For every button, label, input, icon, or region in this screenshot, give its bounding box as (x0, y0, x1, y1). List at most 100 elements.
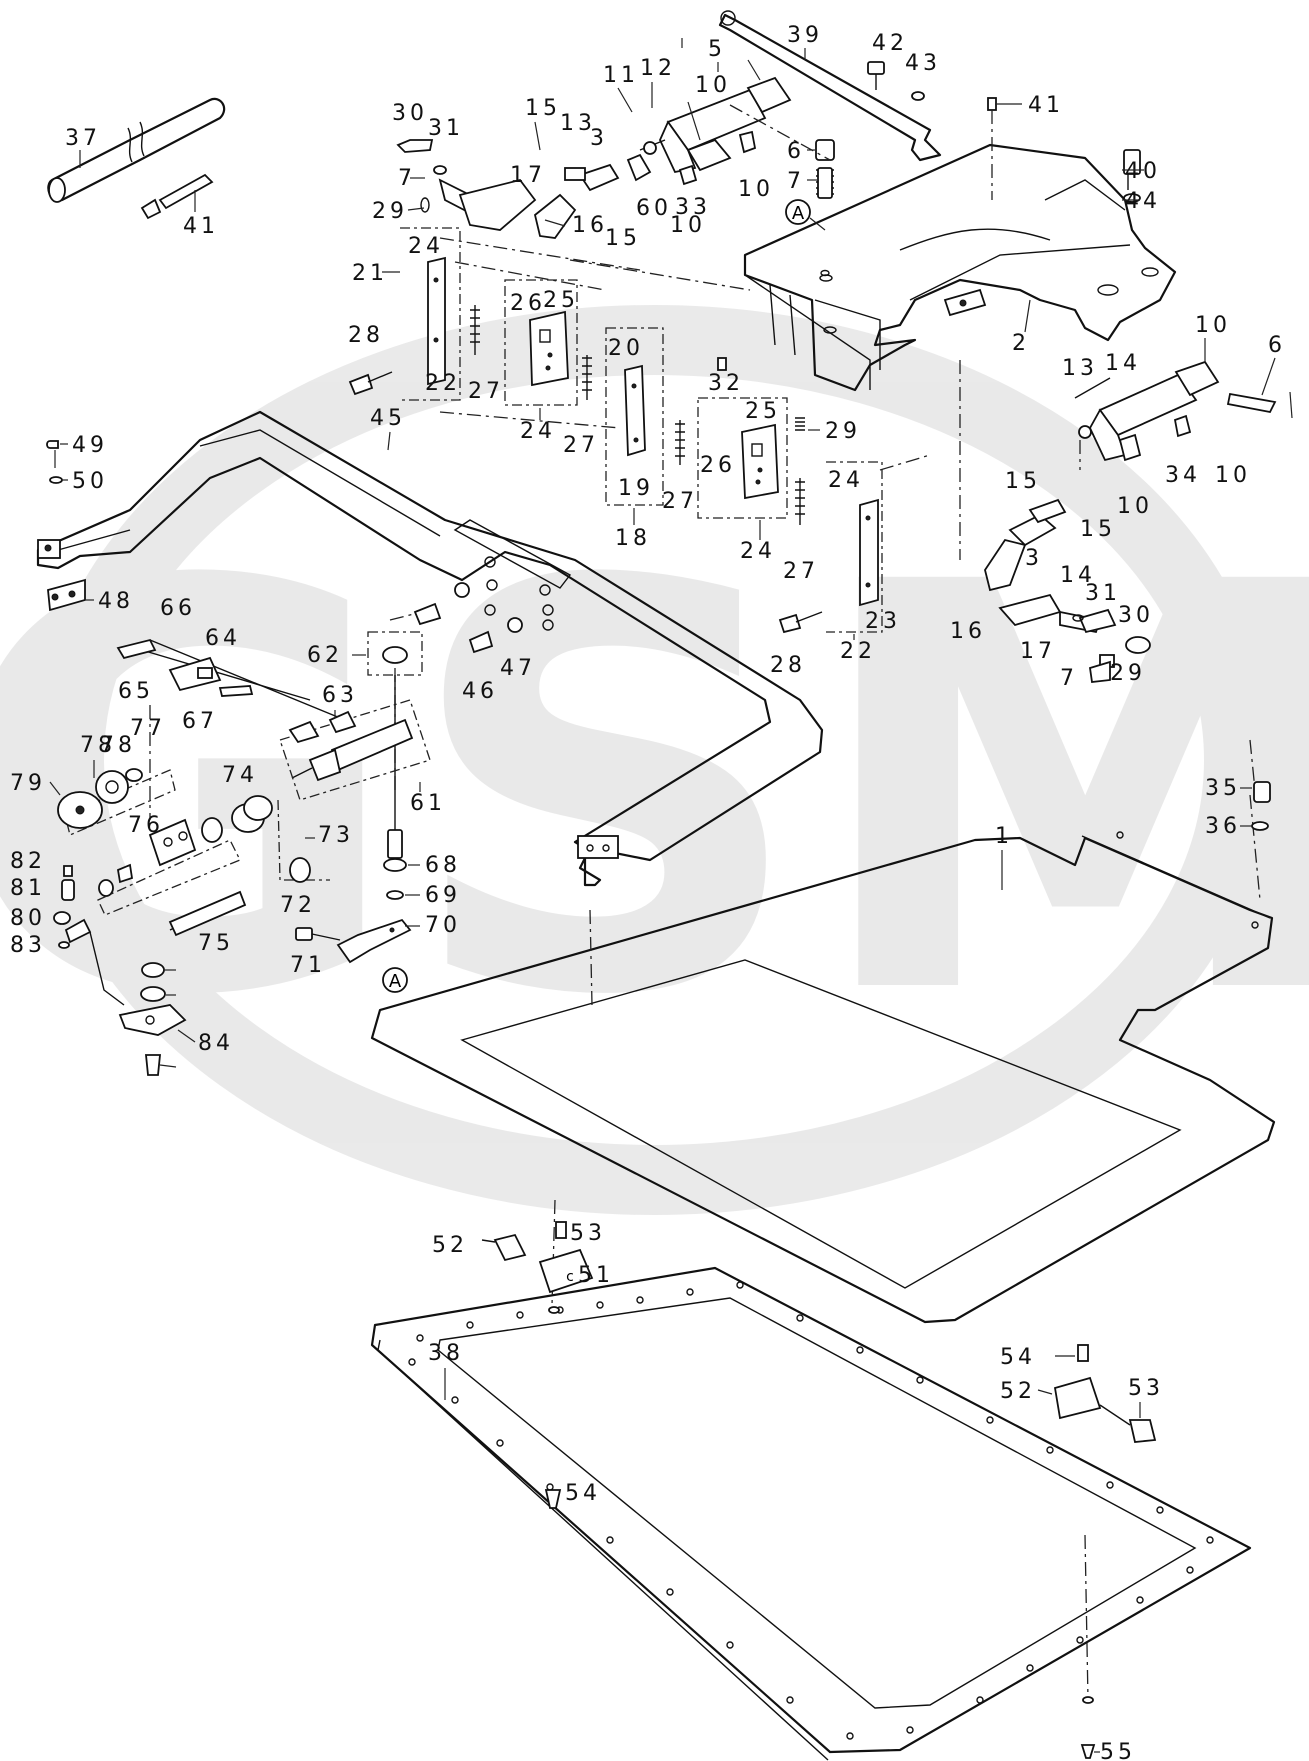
callout-23-right: 24 (828, 468, 864, 493)
callout-77: 81 (10, 876, 46, 901)
eccentric-parts (57, 768, 330, 937)
callout-21-left: 21 (352, 261, 388, 286)
screw-41 (987, 97, 997, 200)
callout-13: 13 (1062, 356, 1098, 381)
callout-4-top: 5 (708, 37, 726, 62)
callout-38: 41 (183, 214, 219, 239)
callout-31-top: 31 (428, 116, 464, 141)
callout-44: 44 (1125, 189, 1161, 214)
callout-59: 64 (205, 626, 241, 651)
screws-center (717, 357, 805, 431)
callout-33-top: 33 (675, 195, 711, 220)
callout-15-d: 15 (1080, 517, 1116, 542)
callout-labels: 39 5 42 43 41 40 44 11 12 10 30 31 15 13… (10, 23, 1293, 1761)
plate-group-left (348, 227, 592, 406)
reference-mark-upper-group: A (785, 199, 833, 282)
callout-57: 62 (307, 643, 343, 668)
callout-51-left: 51 (578, 1263, 614, 1288)
callout-28-left: 28 (348, 323, 384, 348)
callout-10-a: 10 (670, 213, 706, 238)
callout-31-right: 31 (1085, 581, 1121, 606)
callout-29-top: 29 (372, 199, 408, 224)
air-cylinder-right (1074, 360, 1277, 462)
callout-75: 79 (10, 771, 46, 796)
callout-26-right: 26 (700, 453, 736, 478)
callout-28-right: 28 (770, 653, 806, 678)
callout-54-right: 55 (1100, 1740, 1136, 1761)
callout-74: 78 (80, 733, 116, 758)
callout-64: 69 (425, 883, 461, 908)
bolt-42 (867, 61, 925, 101)
callout-17-top: 17 (510, 163, 546, 188)
callout-53-left: 53 (570, 1221, 606, 1246)
callout-73: 78 (100, 733, 136, 758)
callout-79: 84 (198, 1031, 234, 1056)
callout-67: 72 (280, 893, 316, 918)
callout-49: 49 (72, 433, 108, 458)
callout-78-b: 83 (10, 933, 46, 958)
callout-4-right: 6 (1268, 333, 1286, 358)
callout-16-right: 16 (950, 619, 986, 644)
rod-39 (718, 10, 942, 162)
callout-26-left: 26 (510, 291, 546, 316)
lever-assembly (53, 865, 187, 1076)
callout-47: 47 (500, 656, 536, 681)
callout-22-left: 22 (425, 371, 461, 396)
callout-15-b: 15 (605, 226, 641, 251)
work-clamp-plate (370, 831, 1276, 1324)
watermark-logo: GSM (0, 305, 1309, 1215)
slide-unit (116, 638, 431, 801)
callout-72: 77 (130, 716, 166, 741)
screws-54 (544, 1489, 1096, 1759)
callout-3-top: 3 (590, 126, 608, 151)
callout-45: 45 (370, 406, 406, 431)
callout-63: 68 (425, 853, 461, 878)
callout-50: 50 (72, 469, 108, 494)
callout-69: 74 (222, 763, 258, 788)
linkage-upper-left (396, 139, 652, 239)
callout-8-top: 13 (560, 111, 596, 136)
callout-78-a: 82 (10, 849, 46, 874)
callout-2: 2 (1012, 331, 1030, 356)
callout-33-right: 34 (1165, 463, 1201, 488)
callout-18: 18 (615, 526, 651, 551)
callout-16-top: 16 (572, 213, 608, 238)
callout-10-b: 10 (738, 177, 774, 202)
callout-51-right: 52 (1000, 1379, 1036, 1404)
callout-30-top: 30 (392, 101, 428, 126)
callout-37: 38 (428, 1341, 464, 1366)
clamp-arm (36, 410, 824, 887)
callout-34: 35 (1205, 776, 1241, 801)
callout-27-c: 27 (662, 489, 698, 514)
callout-24-left: 24 (520, 419, 556, 444)
screw-46 (413, 582, 523, 654)
callout-62: 67 (182, 709, 218, 734)
callout-32: 32 (708, 371, 744, 396)
callout-9-top: 10 (695, 73, 731, 98)
callout-8-right: 14 (1060, 563, 1096, 588)
callout-36: 37 (65, 126, 101, 151)
callout-25-left: 25 (543, 288, 579, 313)
callout-52-right: 53 (1128, 1376, 1164, 1401)
callout-29-mid: 29 (825, 419, 861, 444)
callout-71: 76 (128, 813, 164, 838)
block-51-left: c (481, 1221, 594, 1314)
callout-14: 14 (1105, 351, 1141, 376)
tube-part (47, 97, 226, 220)
callout-52-left: 52 (432, 1233, 468, 1258)
callout-19: 19 (618, 476, 654, 501)
callout-43: 43 (905, 51, 941, 76)
callout-1: 1 (995, 824, 1013, 849)
construction-lines (149, 104, 1261, 1701)
callout-21-right: 22 (840, 639, 876, 664)
callout-27-a: 27 (468, 379, 504, 404)
lower-frame (370, 1266, 1252, 1761)
callout-48: 48 (98, 589, 134, 614)
callout-27-b: 27 (563, 433, 599, 458)
callout-58: 63 (322, 683, 358, 708)
callout-29-right: 29 (1110, 661, 1146, 686)
plate-group-center (605, 327, 685, 506)
callout-60: 65 (118, 679, 154, 704)
bolt-40 (1123, 149, 1141, 203)
callout-68: 73 (318, 823, 354, 848)
